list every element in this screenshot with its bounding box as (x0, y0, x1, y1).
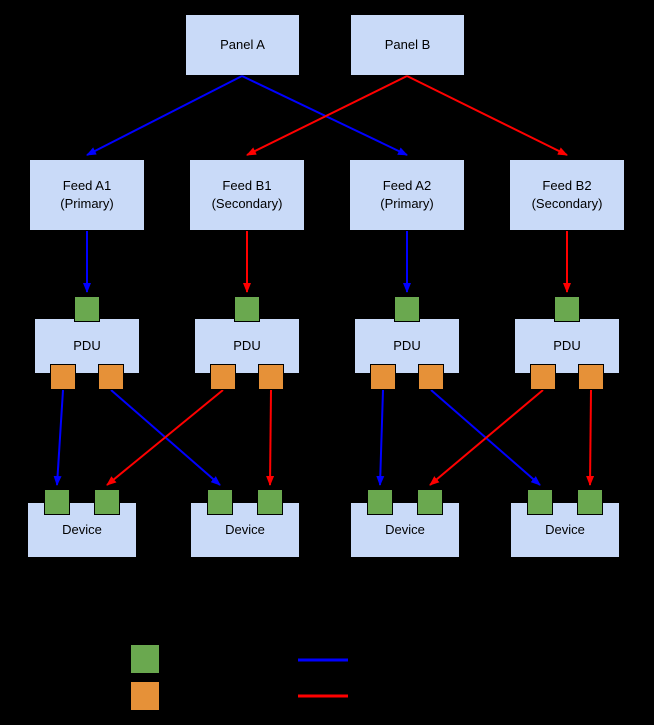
edge-pdu-3-out-r-to-device-4-in-l (430, 389, 541, 486)
feed-b1-role: (Secondary) (211, 196, 283, 211)
feed-b1-node: Feed B1 (Secondary) (189, 159, 305, 231)
device-3-input-port-left (367, 489, 393, 515)
edge-pdu-2-out-l-to-device-1-in-r (106, 389, 224, 486)
feed-b1-name: Feed B1 (222, 177, 272, 193)
edge-panel-b-to-feed-b1 (246, 75, 408, 156)
device-4-input-port-right (577, 489, 603, 515)
feed-a2-node: Feed A2 (Primary) (349, 159, 465, 231)
feed-a2-role: (Primary) (380, 196, 434, 211)
device-2-input-port-right (257, 489, 283, 515)
pdu-1-output-port-left (50, 364, 76, 390)
feed-a1-name: Feed A1 (62, 177, 112, 193)
device-2-input-port-left (207, 489, 233, 515)
pdu-4-input-port (554, 296, 580, 322)
pdu-2-output-port-left (210, 364, 236, 390)
pdu-2-input-port (234, 296, 260, 322)
panel-a-node: Panel A (185, 14, 300, 76)
pdu-2-label: PDU (233, 337, 261, 353)
pdu-2-output-port-right (258, 364, 284, 390)
edge-pdu-2-out-r-to-device-2-in-r (266, 389, 275, 486)
device-2-label: Device (225, 521, 265, 537)
pdu-1-label: PDU (73, 337, 101, 353)
device-3-input-port-right (417, 489, 443, 515)
device-1-input-port-right (94, 489, 120, 515)
pdu-3-label: PDU (393, 337, 421, 353)
pdu-3-output-port-right (418, 364, 444, 390)
edge-panel-b-to-feed-b2 (406, 75, 568, 156)
edge-pdu-4-out-l-to-device-3-in-r (429, 389, 544, 486)
pdu-3-input-port (394, 296, 420, 322)
pdu-4-output-port-left (530, 364, 556, 390)
feed-a1-node: Feed A1 (Primary) (29, 159, 145, 231)
feed-b2-role: (Secondary) (531, 196, 603, 211)
panel-b-node: Panel B (350, 14, 465, 76)
legend-output-port-swatch (130, 681, 160, 711)
pdu-4-label: PDU (553, 337, 581, 353)
edge-pdu-3-out-l-to-device-3-in-l (376, 389, 385, 486)
panel-b-label: Panel B (384, 36, 431, 52)
pdu-3-output-port-left (370, 364, 396, 390)
edge-pdu-4-out-r-to-device-4-in-r (586, 389, 595, 486)
device-4-input-port-left (527, 489, 553, 515)
pdu-4-output-port-right (578, 364, 604, 390)
feed-b2-name: Feed B2 (542, 177, 592, 193)
edge-pdu-1-out-l-to-device-1-in-l (53, 389, 64, 486)
device-1-label: Device (62, 521, 102, 537)
edge-pdu-1-out-r-to-device-2-in-l (110, 389, 221, 486)
edge-panel-a-to-feed-a1 (86, 75, 243, 156)
edge-panel-a-to-feed-a2 (241, 75, 408, 156)
device-3-label: Device (385, 521, 425, 537)
device-1-input-port-left (44, 489, 70, 515)
panel-a-label: Panel A (220, 36, 265, 52)
pdu-1-input-port (74, 296, 100, 322)
feed-a2-name: Feed A2 (382, 177, 432, 193)
pdu-1-output-port-right (98, 364, 124, 390)
legend-input-port-swatch (130, 644, 160, 674)
feed-a1-role: (Primary) (60, 196, 114, 211)
device-4-label: Device (545, 521, 585, 537)
feed-b2-node: Feed B2 (Secondary) (509, 159, 625, 231)
